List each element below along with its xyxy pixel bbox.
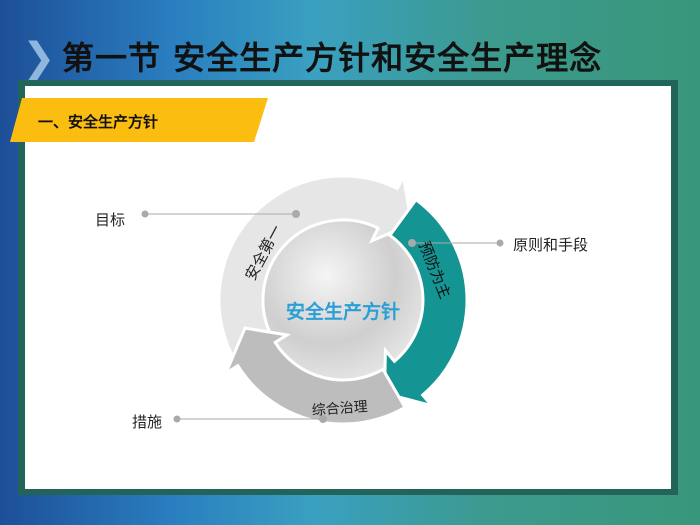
center-disc	[261, 218, 425, 382]
arrow-safety-first	[217, 171, 413, 365]
goal-dot	[141, 210, 149, 218]
segment-label-comprehensive: 综合治理	[311, 399, 368, 419]
callout-measure: 措施	[132, 413, 163, 431]
section-title: 一、安全生产方针	[38, 113, 159, 131]
content-panel	[18, 80, 678, 495]
arrow-comprehensive	[222, 326, 408, 426]
arrow-prevention	[382, 197, 469, 409]
chevron-icon: ❯	[22, 35, 56, 81]
callout-goal: 目标	[95, 211, 126, 229]
callout-principle: 原则和手段	[513, 236, 589, 254]
section-banner	[10, 98, 268, 142]
center-label: 安全生产方针	[286, 300, 400, 323]
slide-title: 第一节 安全生产方针和安全生产理念	[62, 39, 603, 77]
goal-dot-end	[292, 210, 300, 218]
